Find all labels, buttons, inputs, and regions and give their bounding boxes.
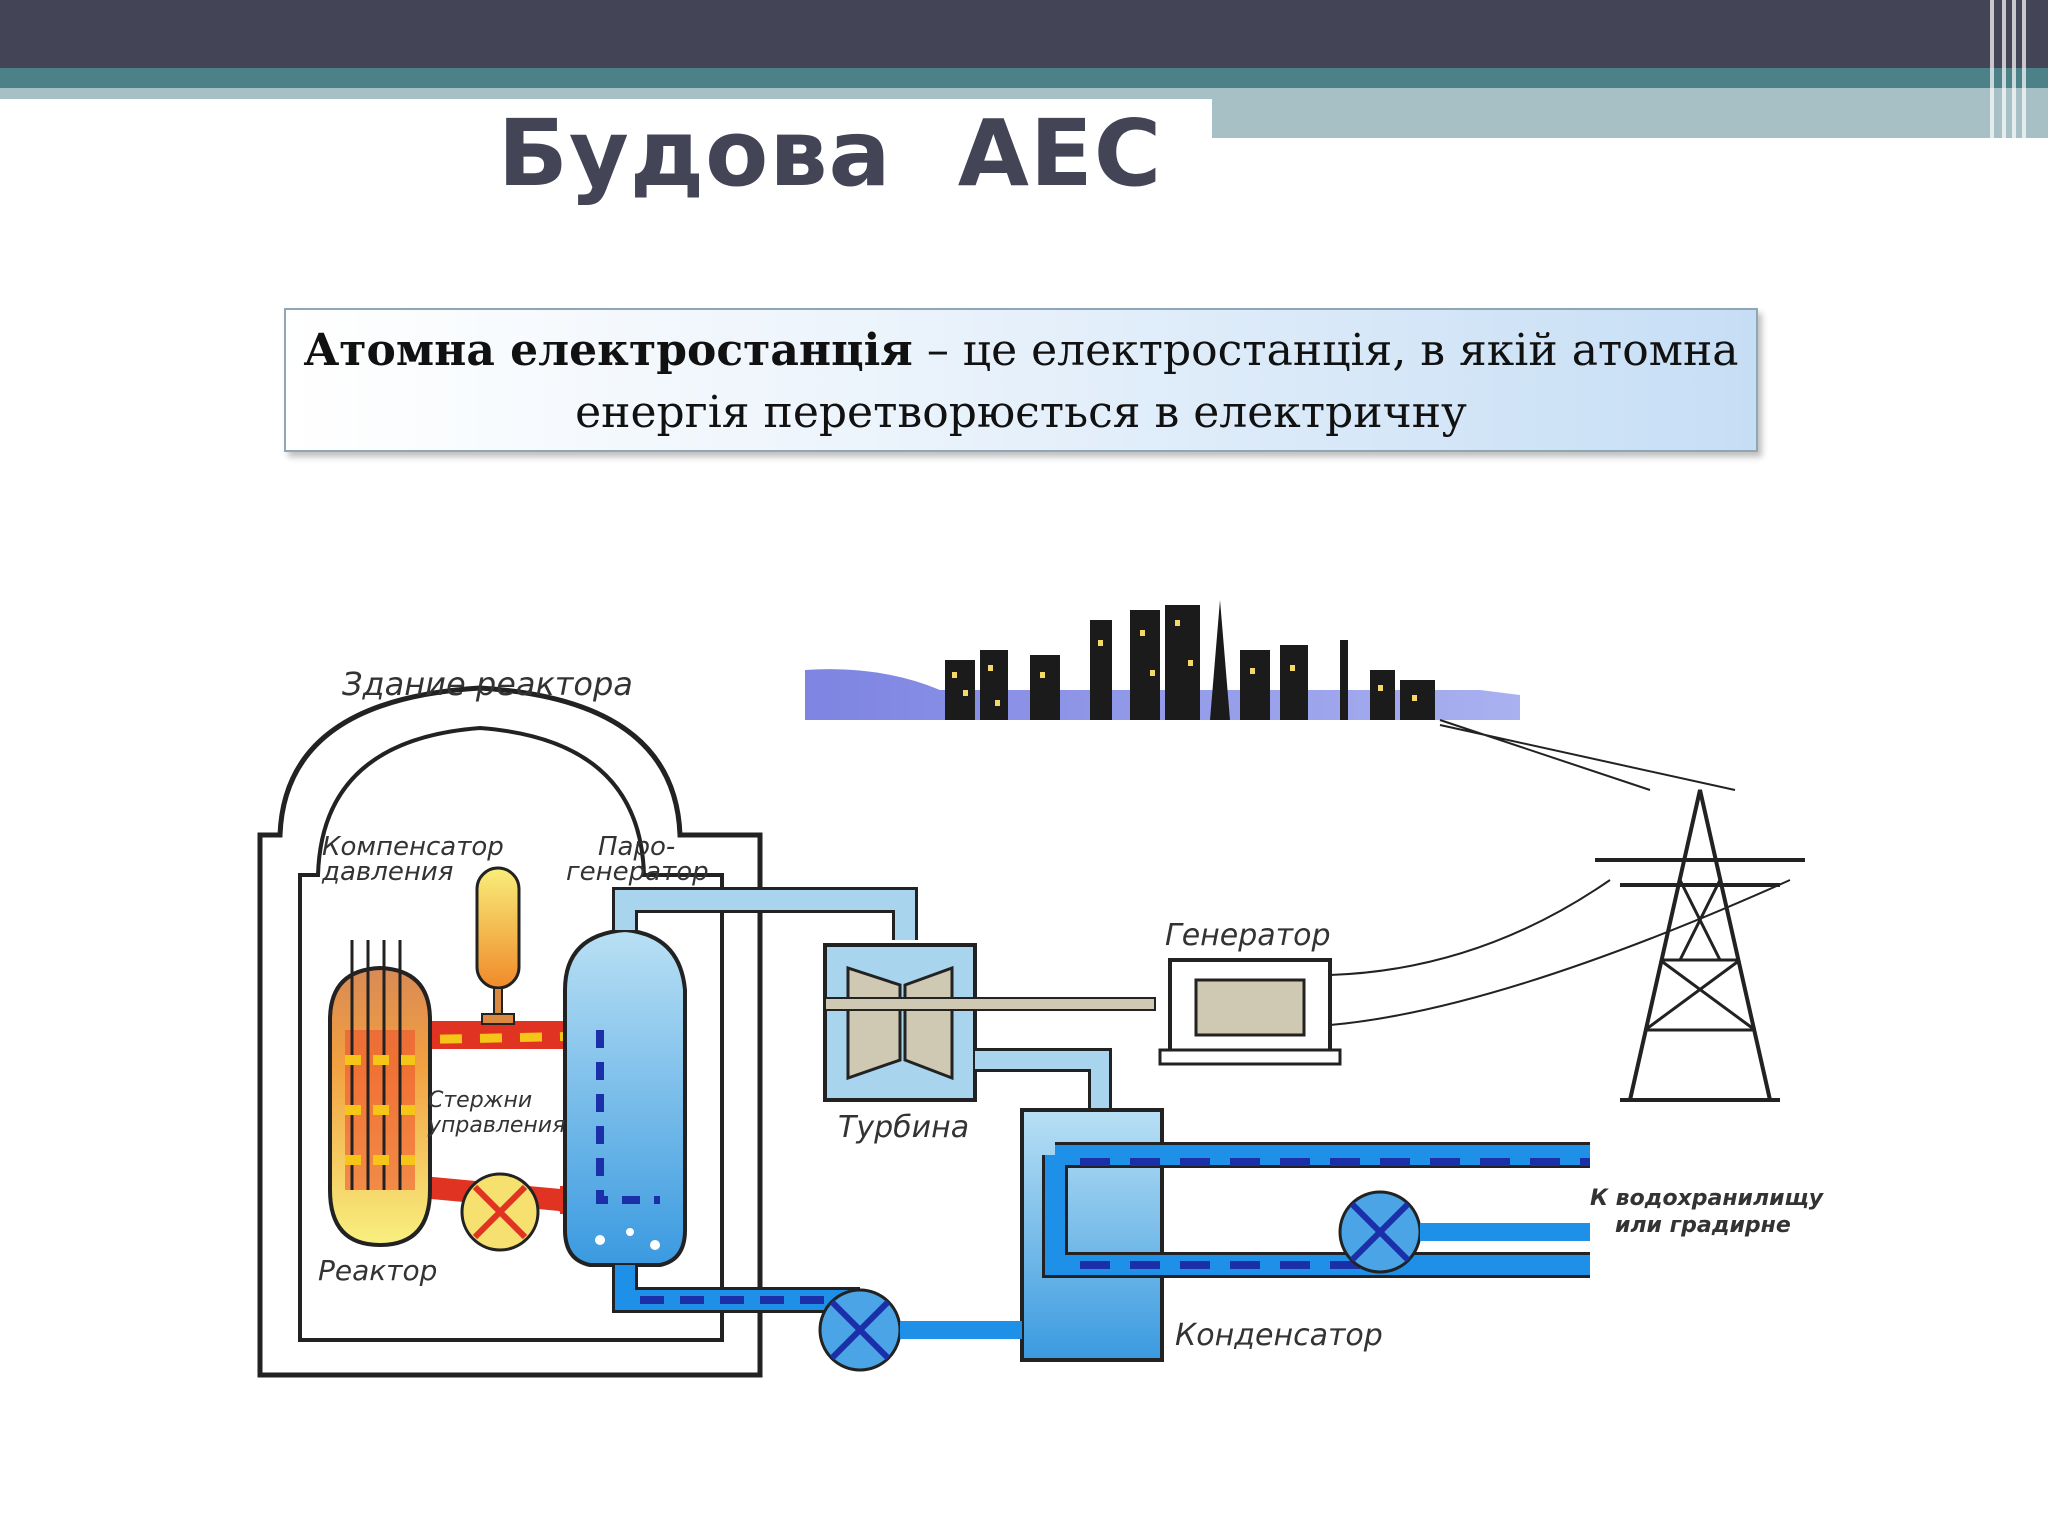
generator	[1158, 958, 1342, 1066]
reactor-vessel	[328, 940, 432, 1248]
label-condenser: Конденсатор	[1175, 1318, 1383, 1353]
steam-generator	[563, 927, 687, 1267]
turbine	[823, 943, 1156, 1102]
header-band-light-right	[1212, 88, 2048, 138]
label-reservoir-2: или градирне	[1615, 1213, 1791, 1238]
label-reactor: Реактор	[318, 1254, 437, 1287]
definition-term: Атомна електростанція	[303, 325, 913, 376]
slide-title: Будова АЕС	[497, 100, 1163, 207]
exhaust-line	[975, 1048, 1112, 1110]
label-control-rods-2: управления	[427, 1113, 565, 1138]
city-skyline	[805, 600, 1520, 720]
feedwater-line	[612, 1265, 1022, 1372]
label-turbine: Турбина	[838, 1110, 969, 1145]
edge-stripe	[2002, 0, 2006, 138]
header-bar-dark	[0, 0, 2048, 68]
label-generator: Генератор	[1165, 918, 1331, 953]
edge-stripe	[2022, 0, 2026, 138]
label-steam-generator-2: генератор	[566, 857, 709, 887]
condenser	[1020, 1108, 1590, 1362]
cooling-pump	[1338, 1190, 1590, 1274]
label-steam-generator: Паро-	[598, 832, 675, 862]
definition-text: – це електростанція, в якій атомна енерг…	[575, 325, 1739, 438]
label-control-rods: Стержни	[428, 1088, 532, 1113]
steam-line	[612, 887, 918, 940]
label-pressurizer: Компенсатор	[322, 832, 504, 862]
label-pressurizer-2: давления	[321, 857, 453, 887]
transmission-tower	[1329, 719, 1805, 1102]
label-reservoir: К водохранилищу	[1590, 1186, 1825, 1211]
edge-stripe	[1990, 0, 1994, 138]
edge-stripe	[2012, 0, 2016, 138]
pressurizer	[475, 866, 521, 1025]
header-band-light-left	[0, 88, 1212, 99]
label-reactor-building: Здание реактора	[342, 665, 633, 703]
primary-pump	[460, 1172, 540, 1252]
header-band-teal	[0, 68, 2048, 88]
definition-box: Атомна електростанція – це електростанці…	[284, 308, 1758, 452]
